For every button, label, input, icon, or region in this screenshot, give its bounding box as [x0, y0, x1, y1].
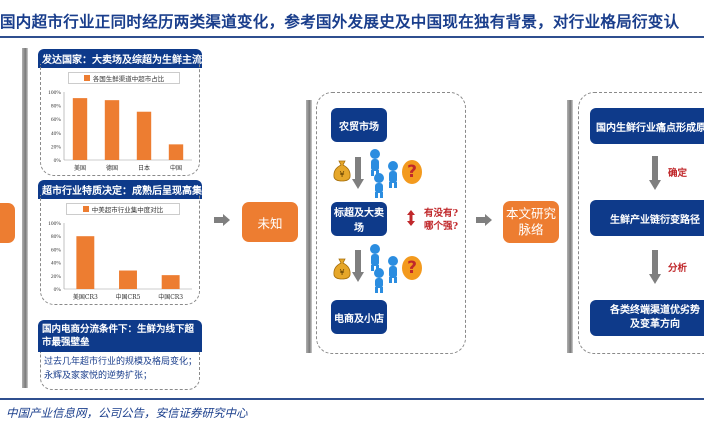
y-tick-label: 20%	[51, 144, 62, 150]
origin-box	[0, 203, 15, 243]
research-line-2: 脉络	[518, 222, 544, 237]
arrow-down-icon	[649, 156, 661, 190]
channel-box-supermarket: 标超及大卖场	[331, 202, 387, 236]
x-tick-label: 德国	[106, 164, 118, 172]
unknown-box: 未知	[242, 202, 298, 242]
y-tick-label: 40%	[51, 131, 62, 137]
page-title: 国内超市行业正同时经历两类渠道变化，参考国外发展史及中国现在独有背景，对行业格局…	[0, 12, 680, 31]
bar-中国CR3	[161, 275, 180, 289]
y-tick-label: 100%	[48, 90, 61, 96]
y-tick-label: 40%	[51, 261, 62, 267]
x-tick-label: 中国CR5	[116, 293, 141, 301]
question-line-1: 有没有?	[424, 208, 459, 219]
question-icon: ?	[402, 160, 422, 184]
chart1-legend-label: 各国生鲜渠道中超市占比	[92, 75, 165, 83]
bar-德国	[104, 100, 120, 160]
x-tick-label: 中国	[170, 164, 182, 172]
svg-text:¥: ¥	[339, 170, 344, 179]
arrow-right-icon	[214, 214, 230, 226]
chart2-plot: 0% 20% 40% 60% 80% 100% 美国CR3 中国CR5 中国CR3	[40, 219, 200, 303]
chart1-legend: 各国生鲜渠道中超市占比	[68, 72, 180, 84]
chart2-panel: 超市行业特质决定：成熟后呈现高集中度	[38, 180, 222, 199]
x-tick-label: 日本	[138, 164, 150, 172]
question-icon: ?	[402, 256, 422, 280]
chart1-panel: 发达国家：大卖场及综超为生鲜主流渠道	[38, 49, 222, 68]
bar-日本	[136, 111, 152, 160]
svg-text:¥: ¥	[339, 268, 344, 277]
research-box: 本文研究 脉络	[503, 201, 559, 243]
chart1-frame	[40, 64, 200, 176]
double-arrow-icon	[407, 210, 415, 226]
legend-swatch	[83, 75, 90, 81]
y-tick-label: 60%	[51, 247, 62, 253]
money-bag-icon: ¥	[331, 256, 353, 280]
y-tick-label: 60%	[51, 117, 62, 123]
text-box-frame	[40, 352, 200, 390]
consumers-icon	[365, 243, 405, 293]
x-tick-label: 美国CR3	[73, 293, 98, 301]
chart1-header: 发达国家：大卖场及综超为生鲜主流渠道	[38, 49, 222, 68]
step2-label: 分析	[668, 263, 688, 274]
channel-box-wet-market: 农贸市场	[331, 108, 387, 142]
x-tick-label: 美国	[74, 164, 86, 172]
bar-中国	[168, 144, 184, 160]
middle-bracket	[306, 100, 312, 353]
y-tick-label: 0%	[54, 158, 62, 164]
step-box-channels: 各类终端渠道优劣势 及变革方向	[590, 300, 704, 336]
text-box-body: 过去几年超市行业的规模及格局变化； 永辉及家家悦的逆势扩张；	[44, 355, 197, 383]
step-box-pain-points: 国内生鲜行业痛点形成原因	[590, 108, 704, 144]
bar-美国CR3	[76, 236, 95, 289]
money-bag-icon: ¥	[331, 158, 353, 182]
source-note: 中国产业信息网，公司公告，安信证券研究中心	[6, 406, 248, 420]
chart1-svg: 0% 20% 40% 60% 80% 100% 美国 德国 日本 中国	[48, 90, 192, 172]
x-tick-label: 中国CR3	[158, 293, 183, 301]
step1-label: 确定	[668, 168, 688, 179]
step-box-industry-chain: 生鲜产业链衍变路径	[590, 200, 704, 236]
channel-box-ecommerce: 电商及小店	[331, 300, 387, 334]
left-bracket	[22, 48, 28, 388]
arrow-down-icon	[352, 157, 364, 189]
question-line-2: 哪个强?	[424, 221, 459, 232]
chart2-legend: 中美超市行业集中度对比	[66, 203, 180, 215]
chart2-frame	[40, 195, 200, 305]
bar-中国CR5	[119, 270, 137, 289]
question-text: 有没有? 哪个强?	[424, 207, 458, 233]
y-tick-label: 20%	[51, 274, 62, 280]
text-line-1: 过去几年超市行业的规模及格局变化；	[44, 357, 198, 367]
arrow-down-icon	[649, 250, 661, 284]
research-container	[578, 92, 704, 354]
channel-container	[316, 92, 466, 354]
chart2-header: 超市行业特质决定：成熟后呈现高集中度	[38, 180, 222, 199]
step3-line-2: 及变革方向	[630, 319, 680, 330]
title-rule	[0, 36, 704, 38]
text-line-2: 永辉及家家悦的逆势扩张；	[44, 371, 153, 381]
arrow-down-icon	[352, 250, 364, 282]
research-line-1: 本文研究	[505, 206, 556, 221]
chart2-svg: 0% 20% 40% 60% 80% 100% 美国CR3 中国CR5 中国CR3	[48, 221, 192, 301]
y-tick-label: 80%	[51, 234, 62, 240]
bar-美国	[72, 98, 88, 160]
chart1-plot: 0% 20% 40% 60% 80% 100% 美国 德国 日本 中国	[40, 88, 200, 174]
y-tick-label: 100%	[48, 221, 61, 227]
right-bracket	[567, 100, 573, 353]
arrow-right-icon	[476, 214, 492, 226]
step3-line-1: 各类终端渠道优劣势	[610, 305, 700, 316]
legend-swatch	[82, 206, 89, 212]
y-tick-label: 0%	[54, 287, 62, 293]
consumers-icon	[365, 148, 405, 198]
chart2-legend-label: 中美超市行业集中度对比	[91, 206, 164, 214]
y-tick-label: 80%	[51, 104, 62, 110]
source-rule	[0, 398, 704, 400]
text-box-header: 国内电商分流条件下：生鲜为线下超市最强壁垒	[38, 320, 202, 352]
